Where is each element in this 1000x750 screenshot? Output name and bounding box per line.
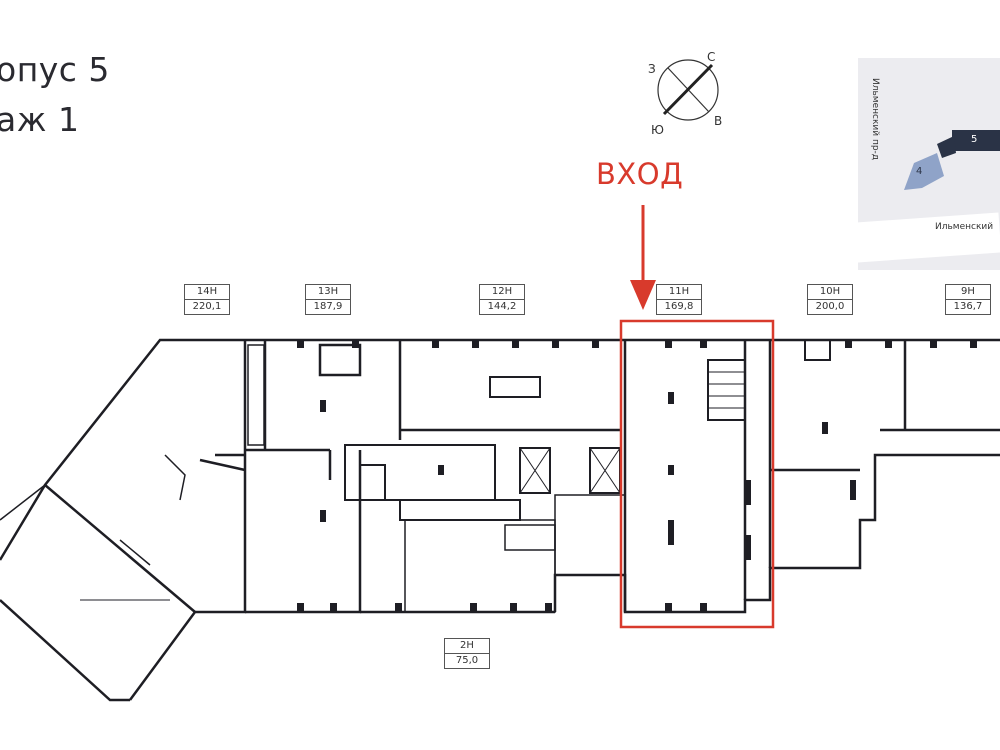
unit-area: 220,1 (192, 301, 222, 312)
minimap-building-4 (904, 153, 944, 190)
unit-area: 187,9 (313, 301, 343, 312)
unit-label-12n[interactable]: 12Н 144,2 (479, 284, 525, 315)
unit-number: 11Н (657, 285, 701, 300)
minimap-map (842, 58, 1000, 270)
unit-label-9n[interactable]: 9Н 136,7 (945, 284, 991, 315)
street-horizontal-label: Ильменский (935, 222, 994, 232)
entrance-arrow (630, 205, 656, 310)
unit-number: 14Н (185, 285, 229, 300)
unit-area: 75,0 (455, 655, 479, 666)
building-title: опус 5 (0, 50, 110, 89)
entrance-label: ВХОД (596, 157, 684, 191)
plan-walls (0, 338, 1000, 702)
unit-area: 144,2 (487, 301, 517, 312)
unit-label-14n[interactable]: 14Н 220,1 (184, 284, 230, 315)
unit-number: 10Н (808, 285, 852, 300)
unit-label-10n[interactable]: 10Н 200,0 (807, 284, 853, 315)
unit-number: 12Н (480, 285, 524, 300)
unit-number: 13Н (306, 285, 350, 300)
floor-title: аж 1 (0, 100, 80, 139)
unit-area: 169,8 (664, 301, 694, 312)
unit-label-2n[interactable]: 2Н 75,0 (444, 638, 490, 669)
site-minimap: Ильменский пр-д Ильменский 5 4 (842, 58, 1000, 270)
compass-west-label: З (648, 62, 656, 76)
unit-label-11n[interactable]: 11Н 169,8 (656, 284, 702, 315)
compass-east-label: В (714, 114, 723, 128)
plan-columns (297, 340, 977, 612)
unit-label-13n[interactable]: 13Н 187,9 (305, 284, 351, 315)
highlighted-unit-frame (619, 319, 775, 629)
unit-area: 136,7 (953, 301, 983, 312)
unit-number: 2Н (445, 639, 489, 654)
minimap-building-5-label: 5 (971, 134, 978, 145)
unit-number: 9Н (946, 285, 990, 300)
minimap-building-5 (952, 130, 1000, 151)
compass-north-label: С (707, 50, 716, 64)
compass-south-label: Ю (651, 123, 664, 137)
street-vertical-label: Ильменский пр-д (870, 78, 880, 161)
unit-area: 200,0 (815, 301, 845, 312)
compass-rose (657, 59, 719, 121)
minimap-building-4-label: 4 (916, 166, 923, 177)
